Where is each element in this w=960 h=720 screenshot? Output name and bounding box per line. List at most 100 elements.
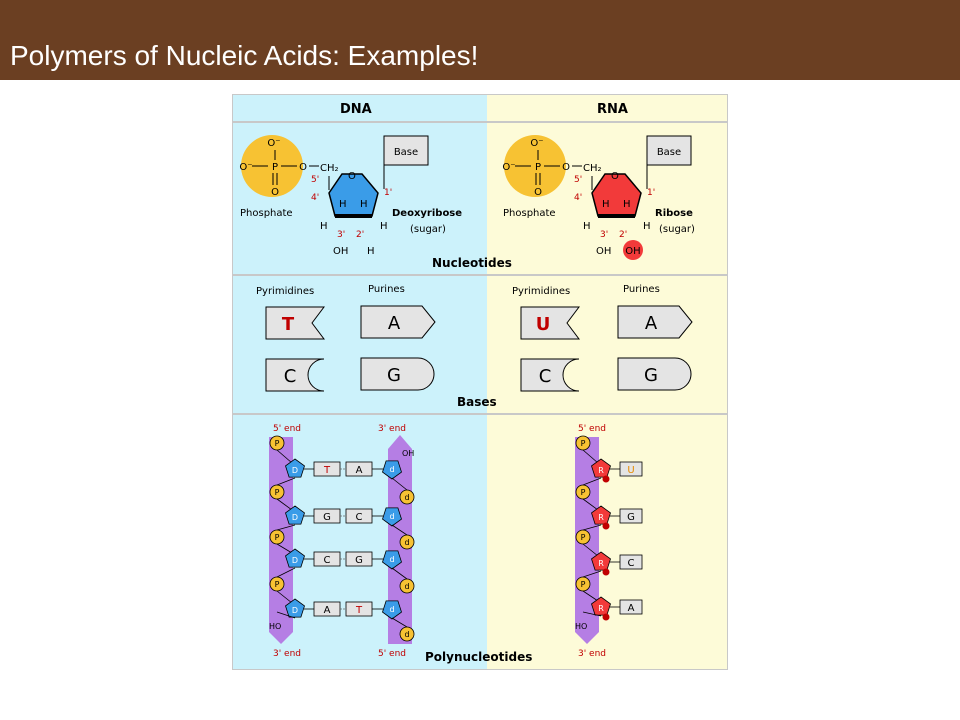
rna-link bbox=[582, 524, 602, 531]
dna-left-phosphate-letter: P bbox=[275, 488, 280, 497]
dna-c4-label: 4' bbox=[311, 193, 319, 203]
rna-c1-label: 1' bbox=[647, 188, 655, 198]
rna-sugar bbox=[591, 505, 611, 525]
dna-left-phosphate-letter: P bbox=[275, 533, 280, 542]
dna-oh-label: OH bbox=[402, 449, 414, 458]
dna-left-sugar-letter: D bbox=[292, 556, 298, 565]
rna-5-end: 5' end bbox=[578, 424, 606, 434]
rna-link bbox=[582, 498, 599, 511]
dna-left-sugar-letter: D bbox=[292, 466, 298, 475]
dna-left-sugar-letter: D bbox=[292, 513, 298, 522]
rna-link bbox=[582, 611, 602, 617]
dna-ho-label: HO bbox=[269, 622, 281, 631]
rna-c2-label: 2' bbox=[619, 230, 627, 240]
dna-left-link bbox=[276, 477, 296, 486]
rna-phosphate-letter: P bbox=[581, 488, 586, 497]
dna-c5-label: 5' bbox=[311, 175, 319, 185]
rna-link bbox=[582, 477, 602, 486]
dna-right-base-letter: C bbox=[356, 512, 363, 523]
rna-c3-label: 3' bbox=[600, 230, 608, 240]
rna-link bbox=[582, 570, 602, 578]
rna-2-oh-dot bbox=[602, 522, 610, 530]
dna-right-link bbox=[391, 617, 408, 628]
rna-sugar bbox=[591, 458, 611, 478]
rna-sugar-letter: R bbox=[598, 466, 604, 475]
dna-phosphate-circle bbox=[241, 135, 303, 197]
dna-nucleotide: O⁻ O⁻ P O O CH₂ O 5' 4' 3' 2' 1' H H H H… bbox=[239, 135, 462, 257]
rna-phosphate-o-right: O bbox=[562, 162, 570, 173]
rna-phosphate-p: P bbox=[535, 162, 541, 173]
dna-sugar-name: Deoxyribose bbox=[392, 208, 462, 219]
rna-sugar-letter: R bbox=[598, 513, 604, 522]
dna-left-link bbox=[276, 567, 296, 578]
rna-base-box bbox=[619, 508, 643, 524]
dna-right-base-letter: G bbox=[355, 555, 363, 566]
dna-base-label: Base bbox=[394, 147, 418, 158]
dna-right-phosphate bbox=[399, 489, 415, 505]
dna-left-3-end: 3' end bbox=[273, 649, 301, 659]
rna-base-c: C bbox=[539, 366, 552, 387]
rna-sugar bbox=[591, 596, 611, 616]
dna-ch2: CH₂ bbox=[320, 163, 339, 174]
dna-left-link bbox=[276, 449, 293, 464]
dna-left-sugar bbox=[285, 548, 305, 568]
dna-left-sugar bbox=[285, 598, 305, 618]
rna-base-g-shape bbox=[617, 357, 692, 391]
rna-base-letter: U bbox=[627, 465, 634, 476]
dna-base-t: T bbox=[282, 314, 295, 335]
rna-pyrimidines-label: Pyrimidines bbox=[512, 286, 570, 297]
rna-h-3: H bbox=[583, 221, 591, 232]
rna-base-u-shape bbox=[520, 306, 580, 340]
slide-title: Polymers of Nucleic Acids: Examples! bbox=[10, 40, 479, 71]
dna-c1-label: 1' bbox=[384, 188, 392, 198]
rna-base-letter: G bbox=[627, 512, 635, 523]
rna-base-u: U bbox=[536, 314, 551, 335]
dna-left-sugar bbox=[285, 458, 305, 478]
rna-ring-oxygen: O bbox=[611, 171, 619, 182]
dna-right-phosphate-letter: d bbox=[404, 538, 409, 547]
dna-left-base-letter: A bbox=[324, 605, 331, 616]
dna-base-box bbox=[383, 135, 429, 166]
dna-base-t-shape bbox=[265, 306, 325, 340]
rna-phosphate-letter: P bbox=[581, 580, 586, 589]
rna-phosphate-o-top: O⁻ bbox=[530, 138, 543, 149]
rna-h-2: H bbox=[643, 221, 651, 232]
rna-base-g: G bbox=[644, 365, 658, 386]
dna-h-1: H bbox=[360, 199, 368, 210]
dna-right-sugar bbox=[382, 460, 402, 480]
rna-bases: Pyrimidines Purines U A C G bbox=[512, 284, 693, 392]
dna-phosphate-o-right: O bbox=[299, 162, 307, 173]
dna-h-4: H bbox=[339, 199, 347, 210]
dna-right-sugar bbox=[382, 550, 402, 570]
dna-h-3: H bbox=[320, 221, 328, 232]
dna-base-a: A bbox=[388, 313, 401, 334]
dna-right-sugar-letter: d bbox=[389, 512, 394, 521]
rna-sugar bbox=[591, 551, 611, 571]
dna-bases: Pyrimidines Purines T A C G bbox=[256, 284, 436, 392]
dna-right-phosphate-letter: d bbox=[404, 582, 409, 591]
rna-h-1: H bbox=[623, 199, 631, 210]
dna-left-link bbox=[276, 543, 293, 554]
dna-left-phosphate-letter: P bbox=[275, 439, 280, 448]
rna-base-a-shape bbox=[617, 305, 693, 339]
rna-phosphate-o-bottom: O bbox=[534, 187, 542, 198]
rna-base-box bbox=[646, 135, 692, 166]
rna-base-c-shape bbox=[520, 358, 580, 392]
rna-h-4: H bbox=[602, 199, 610, 210]
dna-phosphate-o-left: O⁻ bbox=[239, 162, 252, 173]
rna-link bbox=[582, 449, 599, 464]
dna-left-base-letter: C bbox=[324, 555, 331, 566]
dna-phosphate-o-top: O⁻ bbox=[267, 138, 280, 149]
nucleotides-label: Nucleotides bbox=[432, 256, 512, 270]
dna-right-3-end: 3' end bbox=[378, 424, 406, 434]
bases-label: Bases bbox=[457, 395, 497, 409]
nucleic-acid-figure: DNA RNA O⁻ O⁻ P O O CH₂ O 5' 4' 3' 2' 1'… bbox=[232, 94, 728, 670]
polynucleotides-label: Polynucleotides bbox=[425, 650, 532, 664]
rna-ho-label: HO bbox=[575, 622, 587, 631]
dna-c3-label: 3' bbox=[337, 230, 345, 240]
dna-right-link bbox=[391, 524, 408, 536]
dna-base-g-shape bbox=[360, 357, 435, 391]
rna-base-box bbox=[619, 554, 643, 570]
rna-link bbox=[582, 543, 599, 557]
dna-right-link bbox=[391, 477, 408, 491]
